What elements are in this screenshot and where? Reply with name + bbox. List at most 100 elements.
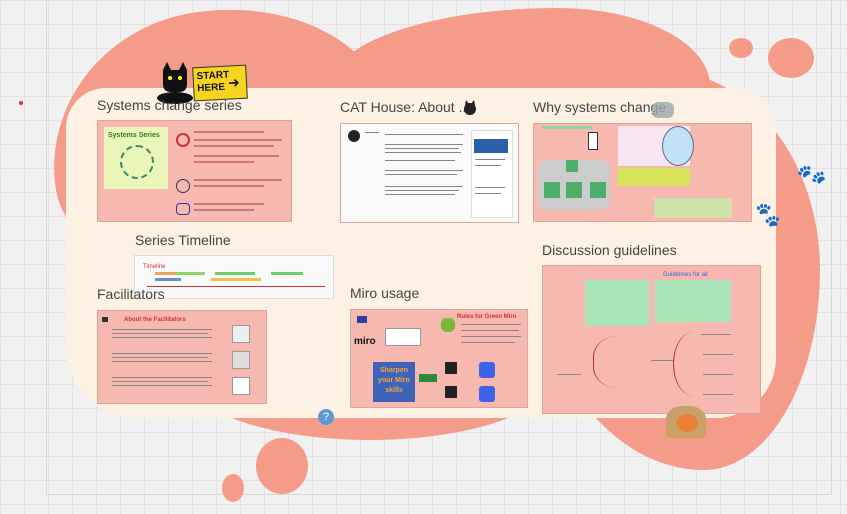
miro-screenshot — [385, 328, 421, 346]
text-line — [461, 342, 515, 343]
text-line — [385, 160, 455, 161]
text-line — [385, 174, 457, 175]
text-line — [112, 333, 208, 334]
text-line — [112, 353, 212, 354]
section-title-discussion-guidelines: Discussion guidelines — [542, 242, 677, 258]
text-line — [112, 377, 212, 378]
frame-facilitators[interactable]: About the Facilitators — [97, 310, 267, 404]
figure-icon — [588, 132, 598, 150]
text-line — [194, 185, 264, 187]
section-title-cat-house: CAT House: About ... — [340, 99, 471, 115]
cat-house-sidebar — [471, 130, 513, 218]
text-line — [385, 190, 459, 191]
people-icon — [176, 203, 190, 215]
small-blob-2 — [768, 38, 814, 78]
text-line — [194, 179, 282, 181]
facilitator-photo — [232, 377, 250, 395]
text-line — [475, 159, 505, 160]
monitor-icon — [102, 317, 108, 322]
miro-step-icon — [445, 362, 457, 374]
frame-systems-change-series[interactable]: Systems Series — [97, 120, 292, 222]
rules-title: Rules for Green Miro — [457, 314, 517, 320]
globe-graphic — [662, 126, 694, 166]
systems-target-icon — [176, 133, 190, 147]
sharpen-skills-card[interactable]: Sharpen your Miro skills — [373, 362, 415, 402]
text-line — [651, 360, 673, 361]
facilitator-photo — [232, 325, 250, 343]
help-icon[interactable]: ? — [318, 409, 334, 425]
guidelines-notes — [655, 280, 731, 322]
text-line — [475, 165, 501, 166]
cat-face — [676, 414, 698, 432]
section-title-why-systems-change: Why systems change — [533, 99, 667, 115]
text-line — [112, 357, 208, 358]
diagram-node — [566, 160, 578, 172]
text-line — [385, 194, 455, 195]
frame-why-systems-change[interactable] — [533, 123, 752, 222]
text-line — [112, 337, 212, 338]
cycle-diagram — [120, 145, 154, 179]
systems-series-title: Systems Series — [108, 132, 160, 139]
timeline-bar — [211, 278, 261, 281]
text-line — [701, 334, 731, 335]
guidelines-list — [585, 280, 649, 326]
cat-icon — [464, 100, 476, 115]
arrow-right-icon: ➜ — [227, 73, 241, 91]
text-line — [112, 381, 208, 382]
start-here-line2: HERE — [196, 81, 226, 95]
board-canvas[interactable] — [46, 0, 832, 495]
frame-discussion-guidelines[interactable]: Guidelines for all — [542, 265, 761, 414]
cat-tent-icon — [666, 406, 706, 438]
red-dot — [19, 101, 23, 105]
text-line — [112, 385, 212, 386]
facilitator-photo — [232, 351, 250, 369]
text-line — [461, 330, 519, 331]
text-line — [475, 187, 505, 188]
gray-diagram-box — [538, 160, 610, 210]
diagram-node — [566, 182, 582, 198]
arrow-right-icon — [419, 374, 437, 382]
green-splat-icon — [441, 318, 455, 332]
miro-logo: miro — [354, 336, 376, 347]
timeline-label: Timeline — [143, 264, 166, 270]
miro-blue-box — [479, 362, 495, 378]
frame-series-timeline[interactable]: Timeline — [134, 255, 334, 299]
timeline-bar — [175, 272, 205, 275]
paw-icon: 🐾 — [752, 199, 784, 230]
text-line — [365, 132, 379, 133]
guidelines-heading: Guidelines for all — [663, 272, 708, 278]
frame-cat-house[interactable] — [340, 123, 519, 223]
diagram-node — [544, 182, 560, 198]
timeline-bar — [155, 278, 181, 281]
text-line — [194, 203, 264, 205]
cat-house-banner — [474, 139, 508, 153]
start-here-sign[interactable]: START HERE ➜ — [192, 64, 248, 102]
text-line — [112, 361, 212, 362]
text-line — [385, 134, 463, 135]
text-line — [703, 354, 733, 355]
text-line — [194, 209, 254, 211]
yellow-note — [618, 168, 690, 186]
text-line — [194, 131, 264, 133]
frame-miro-usage[interactable]: miro Rules for Green Miro Sharpen your M… — [350, 309, 528, 408]
section-title-series-timeline: Series Timeline — [135, 232, 231, 248]
text-line — [385, 148, 459, 149]
text-line — [112, 329, 212, 330]
network-icon — [176, 179, 190, 193]
systems-series-card: Systems Series — [104, 127, 168, 189]
green-bar — [542, 126, 592, 129]
glasses-cat-icon — [652, 102, 674, 118]
text-line — [385, 152, 461, 153]
text-line — [461, 336, 521, 337]
sharpen-skills-text: Sharpen your Miro skills — [378, 367, 410, 394]
text-line — [194, 145, 274, 147]
text-line — [557, 374, 581, 375]
mindmap-diagram — [673, 332, 714, 396]
small-blob-4 — [222, 474, 244, 502]
cat-house-logo — [348, 130, 360, 142]
miro-step-icon — [445, 386, 457, 398]
text-line — [385, 170, 463, 171]
timeline-bar — [271, 272, 303, 275]
flag-icon — [357, 316, 367, 323]
equation-box — [654, 198, 732, 218]
